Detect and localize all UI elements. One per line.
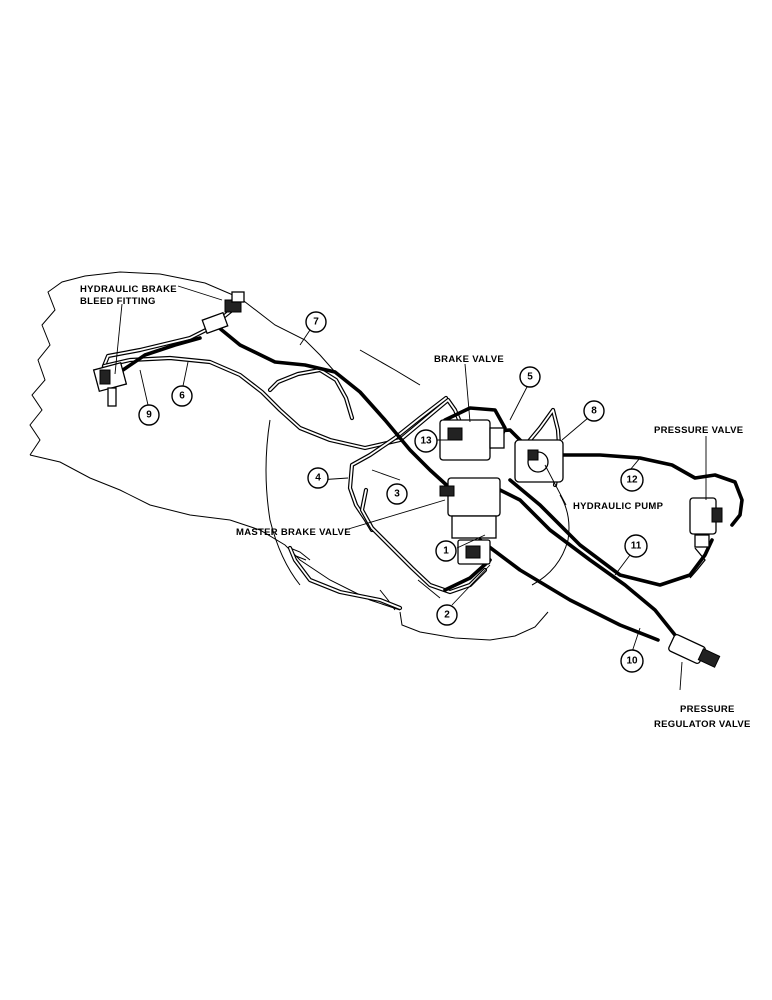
- label-brake-valve: BRAKE VALVE: [434, 354, 504, 365]
- label-hydraulic-brake: HYDRAULIC BRAKE: [80, 284, 177, 295]
- callout-7: 7: [305, 311, 327, 333]
- component-labels: HYDRAULIC BRAKE BLEED FITTING BRAKE VALV…: [80, 284, 751, 730]
- master-brake-valve-body: [447, 477, 501, 517]
- svg-text:2: 2: [444, 610, 450, 621]
- leader-lines: [114, 285, 707, 691]
- callout-9: 9: [138, 404, 160, 426]
- svg-text:11: 11: [631, 541, 642, 552]
- svg-text:12: 12: [626, 475, 638, 486]
- svg-text:1: 1: [443, 546, 449, 557]
- svg-text:3: 3: [394, 489, 400, 500]
- components: [92, 291, 723, 668]
- callout-13: 13: [414, 429, 438, 453]
- svg-text:10: 10: [626, 656, 638, 667]
- callout-12: 12: [620, 468, 644, 492]
- label-bleed-fitting: BLEED FITTING: [80, 296, 156, 307]
- svg-text:9: 9: [146, 410, 152, 421]
- callout-5: 5: [519, 366, 541, 388]
- label-regulator-valve: REGULATOR VALVE: [654, 719, 751, 730]
- svg-text:8: 8: [591, 406, 597, 417]
- svg-text:5: 5: [527, 372, 533, 383]
- label-pressure-valve: PRESSURE VALVE: [654, 425, 743, 436]
- callout-6: 6: [171, 385, 193, 407]
- flexible-hoses: [118, 320, 744, 642]
- svg-text:13: 13: [420, 436, 432, 447]
- label-hydraulic-pump: HYDRAULIC PUMP: [573, 501, 664, 512]
- callout-1: 1: [435, 540, 457, 562]
- tractor-outline: [29, 271, 570, 641]
- callouts: 7 5 8 6 9 13 12 4 3 1 11 2 10: [138, 311, 648, 673]
- rigid-brake-tubes: [99, 295, 563, 611]
- svg-text:6: 6: [179, 391, 185, 402]
- svg-text:4: 4: [315, 473, 321, 484]
- callout-8: 8: [583, 400, 605, 422]
- label-pressure: PRESSURE: [680, 704, 735, 715]
- callout-2: 2: [436, 604, 458, 626]
- callout-3: 3: [386, 483, 408, 505]
- callout-4: 4: [307, 467, 329, 489]
- callout-11: 11: [624, 534, 648, 558]
- callout-10: 10: [620, 649, 644, 673]
- svg-text:7: 7: [313, 317, 319, 328]
- label-master-brake-valve: MASTER BRAKE VALVE: [236, 527, 351, 538]
